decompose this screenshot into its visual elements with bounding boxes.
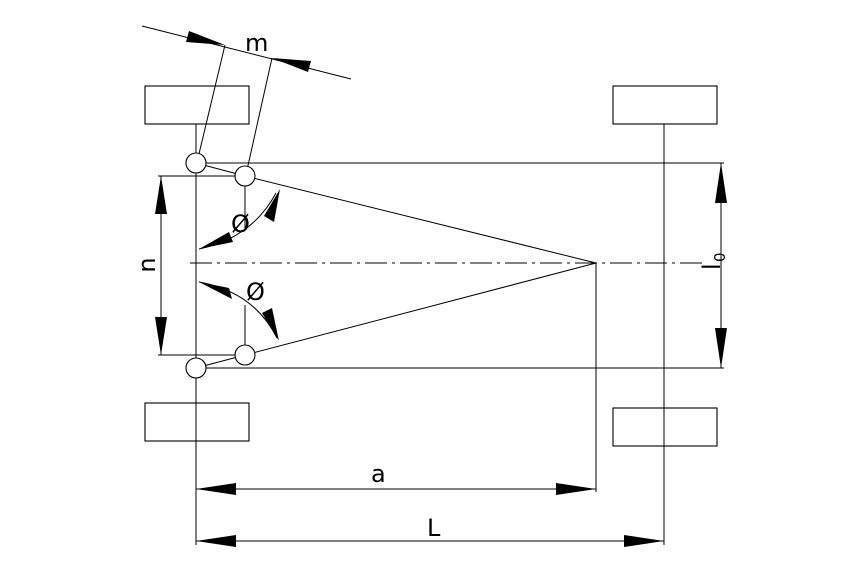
pivot-tie-bottom [234,344,256,366]
label-phi-bottom: Ø [246,278,265,306]
triangle-top-side [244,175,597,264]
m-ext-left [197,44,226,159]
pivot-tie-top [234,165,256,187]
triangle-bottom-side [244,262,597,356]
wheel-rear-right [612,407,718,447]
label-m: m [245,29,268,57]
m-dimension-line [141,25,352,80]
angle-arc-top-arrow-left [199,232,233,249]
label-l0: l 0 [698,252,729,270]
wheel-front-right [612,85,718,125]
l0-arrow-top [715,163,727,203]
L-arrow-left [196,535,236,547]
angle-arc-top-arrow-right [264,189,280,222]
pivot-rear-left [185,357,207,379]
label-l0-sub: 0 [711,252,729,262]
l0-arrow-bottom [715,328,727,368]
angle-arc-bottom [198,281,278,339]
wheel-front-left [144,85,250,125]
angle-arc-bottom-arrow-left [199,282,232,299]
label-n: n [133,257,161,272]
n-arrow-top [155,176,167,214]
angle-arc-bottom-arrow-right [262,308,279,341]
label-a: a [371,460,386,488]
L-arrow-right [624,535,664,547]
a-arrow-left [196,483,236,495]
label-phi-top: Ø [231,210,250,238]
label-L: L [427,514,441,542]
m-arrow-left [186,31,225,45]
a-arrow-right [556,483,596,495]
label-l0-main: l [698,263,726,270]
m-ext-right [246,57,273,171]
wheel-rear-left [144,402,250,442]
m-arrow-right [272,58,311,72]
pivot-front-left [185,152,207,174]
n-arrow-bottom [155,317,167,355]
